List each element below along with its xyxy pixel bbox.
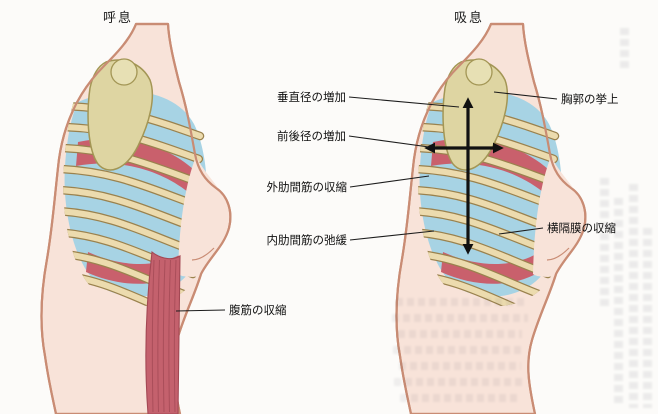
- muscle-striation-line: [173, 259, 177, 413]
- leader-vertical-diameter: [348, 96, 460, 108]
- label-diaphragm: 横隔膜の収縮: [547, 221, 616, 235]
- leader-abdominal: [175, 309, 226, 312]
- muscle-striation-line: [168, 259, 171, 413]
- label-abdominal: 腹筋の収縮: [229, 303, 287, 317]
- muscle-striation-line: [157, 259, 160, 413]
- label-ap-diameter: 前後径の増加: [277, 129, 346, 143]
- inspiration-title: 吸息: [454, 11, 485, 26]
- leader-lines: [175, 91, 558, 312]
- leader-internal-intercostal: [349, 230, 435, 241]
- muscle-striation-line: [151, 259, 155, 413]
- abdominal-muscle-strip: [145, 250, 181, 414]
- expiration-title: 呼息: [103, 11, 134, 26]
- muscle-striation-line: [162, 259, 166, 413]
- expiration-figure: [41, 24, 230, 414]
- leader-external-intercostal: [349, 175, 430, 188]
- label-internal-intercostal: 内肋間筋の弛緩: [266, 233, 348, 247]
- label-external-intercostal: 外肋間筋の収縮: [266, 180, 348, 194]
- muscle-striations: [151, 259, 177, 413]
- leader-diaphragm: [498, 227, 544, 235]
- inspiration-figure: [396, 24, 585, 414]
- label-vertical-diameter: 垂直径の増加: [277, 90, 346, 104]
- leader-thorax-elevation: [493, 91, 558, 100]
- label-thorax-elevation: 胸郭の挙上: [561, 92, 619, 106]
- expansion-arrows: [424, 97, 504, 255]
- leader-ap-diameter: [348, 135, 430, 148]
